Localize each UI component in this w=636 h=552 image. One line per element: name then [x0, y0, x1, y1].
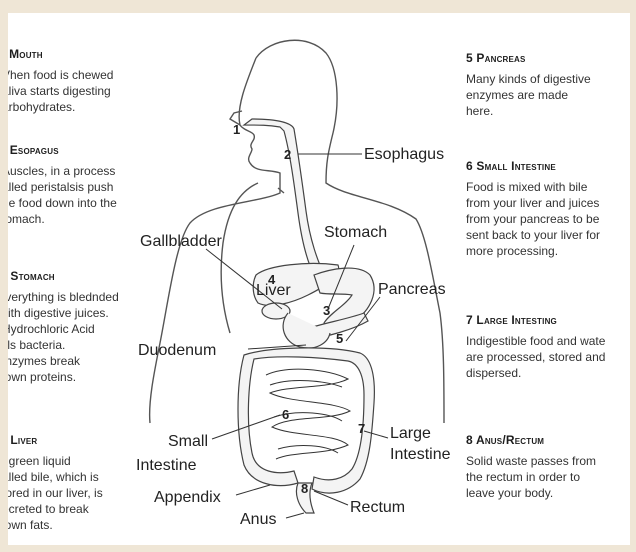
marker-6: 6 [282, 407, 289, 422]
marker-5: 5 [336, 331, 343, 346]
marker-3: 3 [323, 303, 330, 318]
diagram-panel: | Mouth Vhen food is chewed aliva starts… [8, 13, 630, 545]
label-anus: Anus [240, 511, 276, 528]
duodenum-organ [283, 313, 330, 348]
label-pancreas: Pancreas [378, 281, 446, 298]
label-small-intestine-2: Intestine [136, 457, 197, 474]
marker-4: 4 [268, 272, 276, 287]
esophagus-tube [244, 119, 324, 275]
marker-8: 8 [301, 481, 308, 496]
label-small-intestine-1: Small [168, 433, 208, 450]
small-intestine-organ [266, 369, 350, 459]
label-gallbladder: Gallbladder [140, 233, 223, 250]
label-appendix: Appendix [154, 489, 221, 506]
label-rectum: Rectum [350, 499, 405, 516]
label-large-intestine-1: Large [390, 425, 431, 442]
marker-7: 7 [358, 421, 365, 436]
digestive-system-illustration: Esophagus Stomach Gallbladder Liver Panc… [8, 13, 630, 545]
label-stomach: Stomach [324, 224, 387, 241]
label-duodenum: Duodenum [138, 342, 216, 359]
marker-1: 1 [233, 122, 240, 137]
label-large-intestine-2: Intestine [390, 446, 451, 463]
label-esophagus: Esophagus [364, 146, 444, 163]
marker-2: 2 [284, 147, 291, 162]
